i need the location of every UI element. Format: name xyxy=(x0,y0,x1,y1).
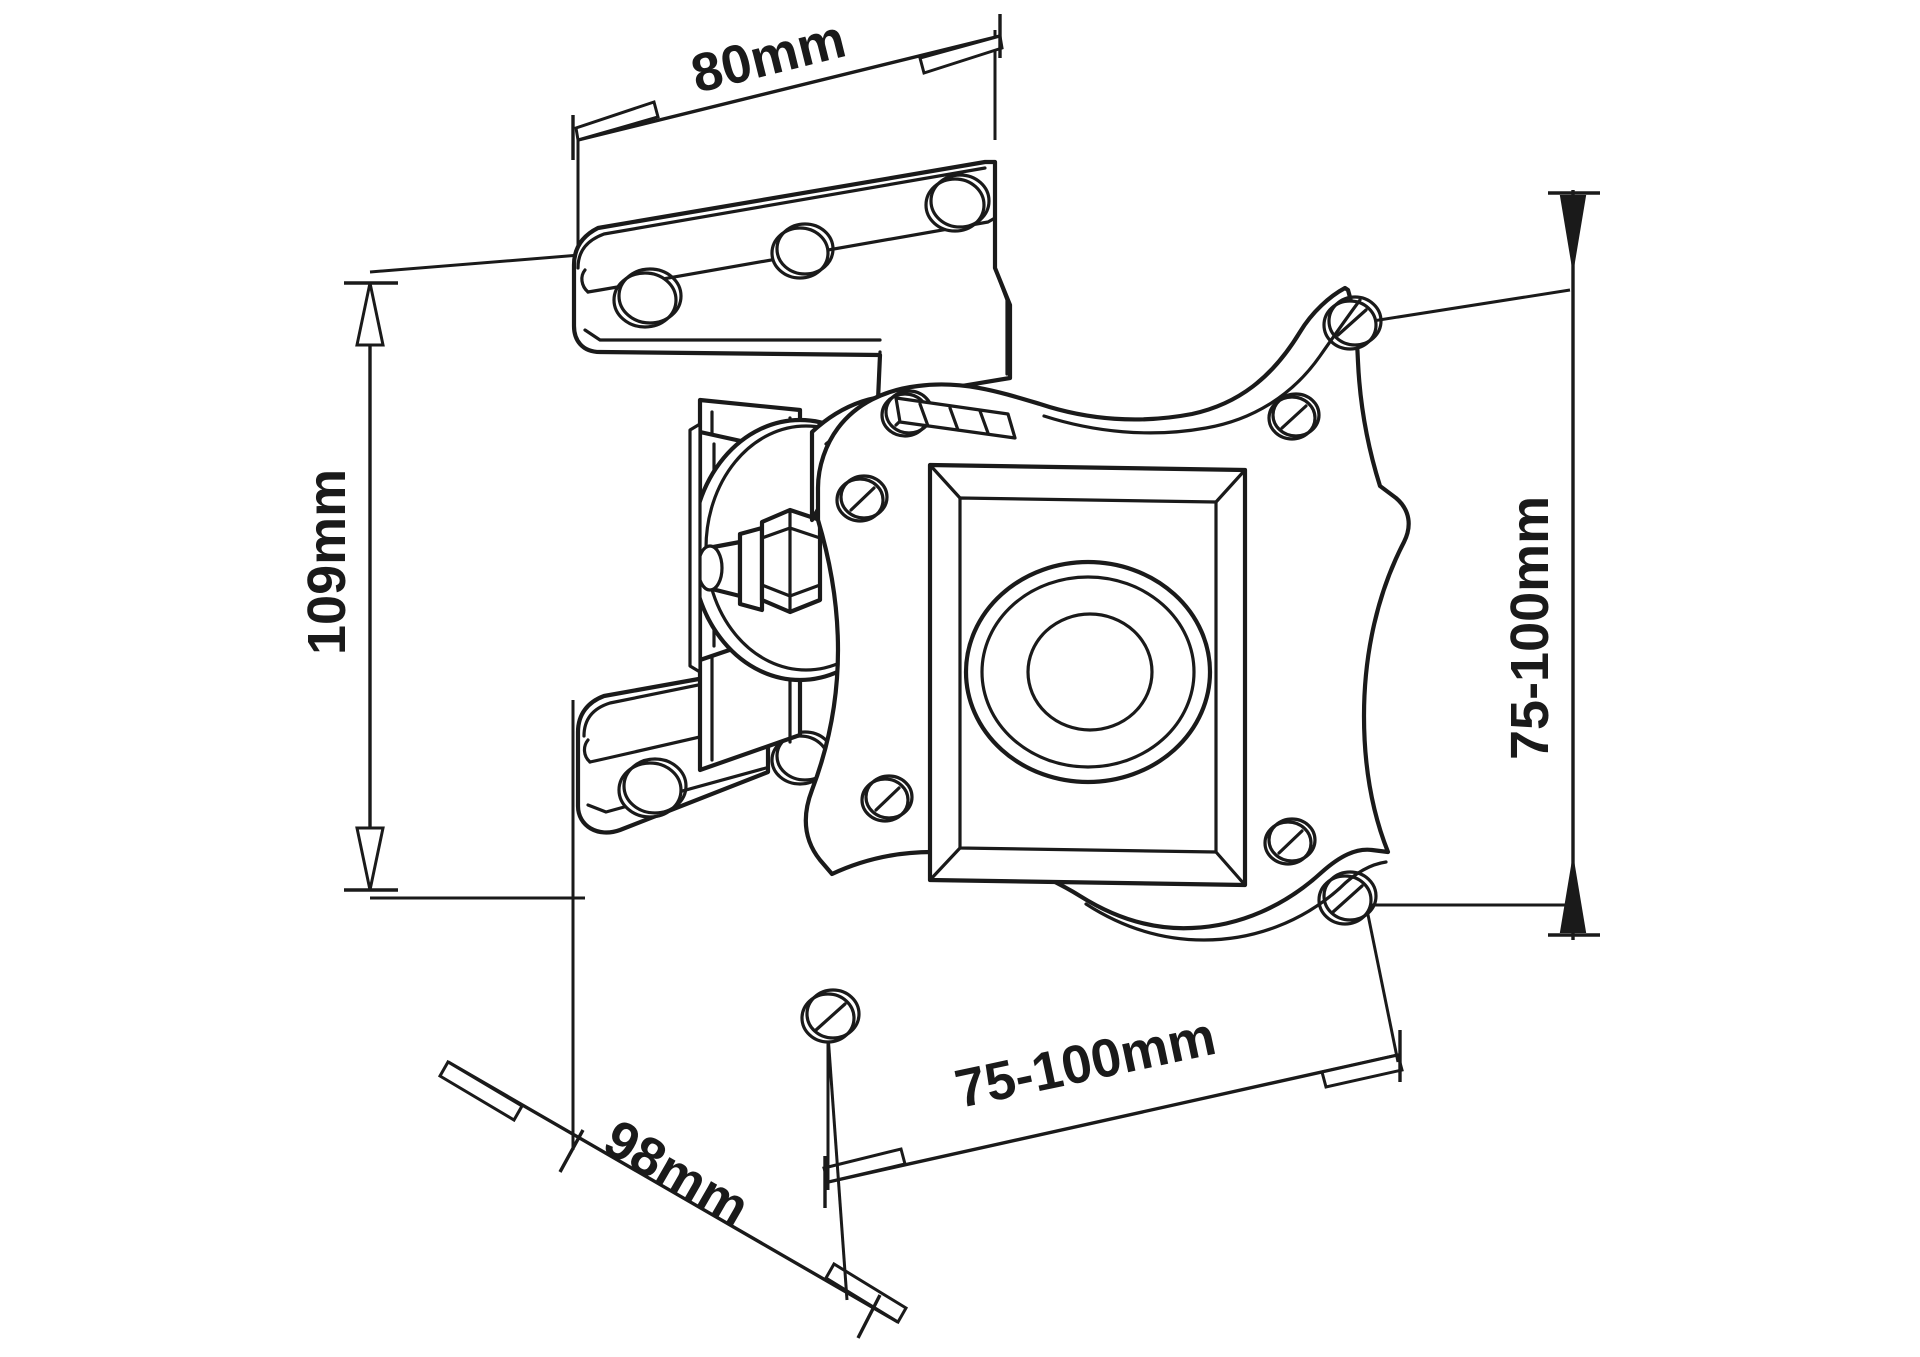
vesa-plate xyxy=(800,285,1411,1044)
dimension-label-80mm: 80mm xyxy=(685,9,851,105)
hole-top-plate-1 xyxy=(612,271,678,329)
dimension-line xyxy=(827,1053,1399,1184)
cable-hub xyxy=(963,559,1213,785)
hub-inner-hole xyxy=(1026,612,1154,732)
arrow-left xyxy=(574,100,660,142)
arrow-upper-left xyxy=(437,1059,525,1123)
mount-bracket-illustration xyxy=(571,159,1411,1044)
tick-lower xyxy=(856,1294,882,1339)
hole-bottom-plate-1 xyxy=(617,761,683,819)
hole-top-plate-3 xyxy=(924,177,986,233)
pivot-flange xyxy=(688,422,702,674)
bolt-washer xyxy=(737,525,765,613)
extension-line-top xyxy=(1359,288,1571,325)
dimension-line xyxy=(577,34,1001,142)
arrow-right xyxy=(1320,1053,1404,1089)
dimension-vesa-horizontal: 75-100mm xyxy=(822,899,1404,1208)
extension-line-right xyxy=(1363,899,1400,1063)
hub-outer-ring-inner-edge xyxy=(980,575,1196,769)
locking-tab xyxy=(894,396,1017,440)
arrow-lower-right xyxy=(823,1261,909,1325)
dimension-label-98mm: 98mm xyxy=(594,1108,759,1238)
arrow-top xyxy=(355,282,385,347)
arrow-top xyxy=(1559,195,1587,269)
arrow-right xyxy=(918,34,1004,75)
extension-line-right xyxy=(826,1034,849,1301)
hex-bolt-assembly xyxy=(696,507,823,615)
wall-plate-top xyxy=(571,159,1013,403)
dimension-vesa-vertical: 75-100mm xyxy=(1345,190,1600,940)
extension-line-top xyxy=(369,253,581,274)
dimension-label-109mm: 109mm xyxy=(297,469,357,655)
arrow-bottom xyxy=(355,826,385,891)
dimension-109mm: 109mm xyxy=(297,253,585,900)
tick-mid xyxy=(558,1129,585,1173)
vesa-holes xyxy=(800,295,1383,1044)
arrow-bottom xyxy=(1559,859,1587,933)
dimension-label-vesa-vertical: 75-100mm xyxy=(1500,496,1560,760)
